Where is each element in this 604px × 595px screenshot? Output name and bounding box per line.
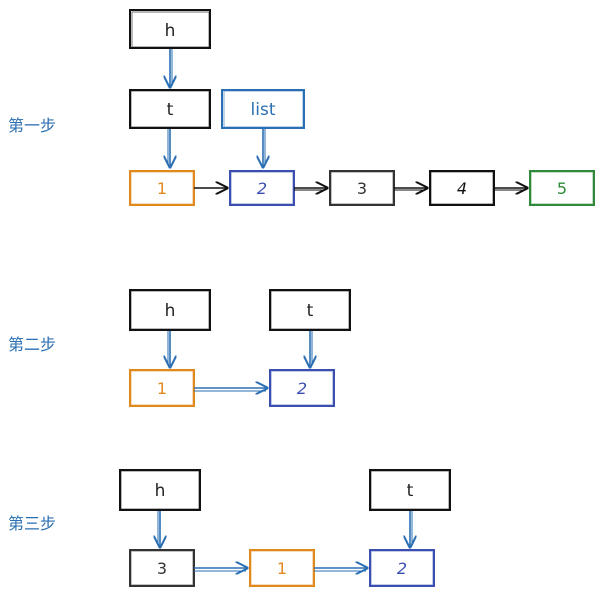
step1-node-1-text: 1 [157,179,167,198]
step1-t-pointer: t [129,89,211,129]
step1-node-3-text: 3 [357,179,367,198]
step1-node-5: 5 [529,170,595,206]
step1-node-2: 2 [229,170,295,206]
step3-t-pointer: t [369,469,451,511]
step2-node-1-text: 1 [157,379,167,398]
step1-h-pointer: h [129,9,211,49]
step2-label: 第二步 [8,335,56,354]
step3-h-text: h [155,481,166,501]
step3-node-2-text: 2 [397,559,407,578]
step3-t-text: t [407,481,414,501]
step1-node-4-text: 4 [457,179,467,198]
step2-t-text: t [307,301,314,321]
step2-node-2-text: 2 [297,379,307,398]
step1-list-pointer: list [221,89,305,129]
step2-h-pointer: h [129,289,211,331]
step3-node-1-text: 1 [277,559,287,578]
step1-h-text: h [165,21,176,41]
step1-node-3: 3 [329,170,395,206]
step3-h-pointer: h [119,469,201,511]
step3-label: 第三步 [8,514,56,533]
step2-node-2: 2 [269,369,335,407]
step1-list-text: list [251,100,276,120]
step1-node-1: 1 [129,170,195,206]
step1-node-5-text: 5 [557,179,567,198]
step1-node-4: 4 [429,170,495,206]
step1-node-2-text: 2 [257,179,267,198]
step2-node-1: 1 [129,369,195,407]
step3-node-3-text: 3 [157,559,167,578]
step1-t-text: t [167,100,174,120]
step2-t-pointer: t [269,289,351,331]
step3-node-2: 2 [369,549,435,587]
step3-node-1: 1 [249,549,315,587]
step2-h-text: h [165,301,176,321]
step1-label: 第一步 [8,116,56,135]
step3-node-3: 3 [129,549,195,587]
